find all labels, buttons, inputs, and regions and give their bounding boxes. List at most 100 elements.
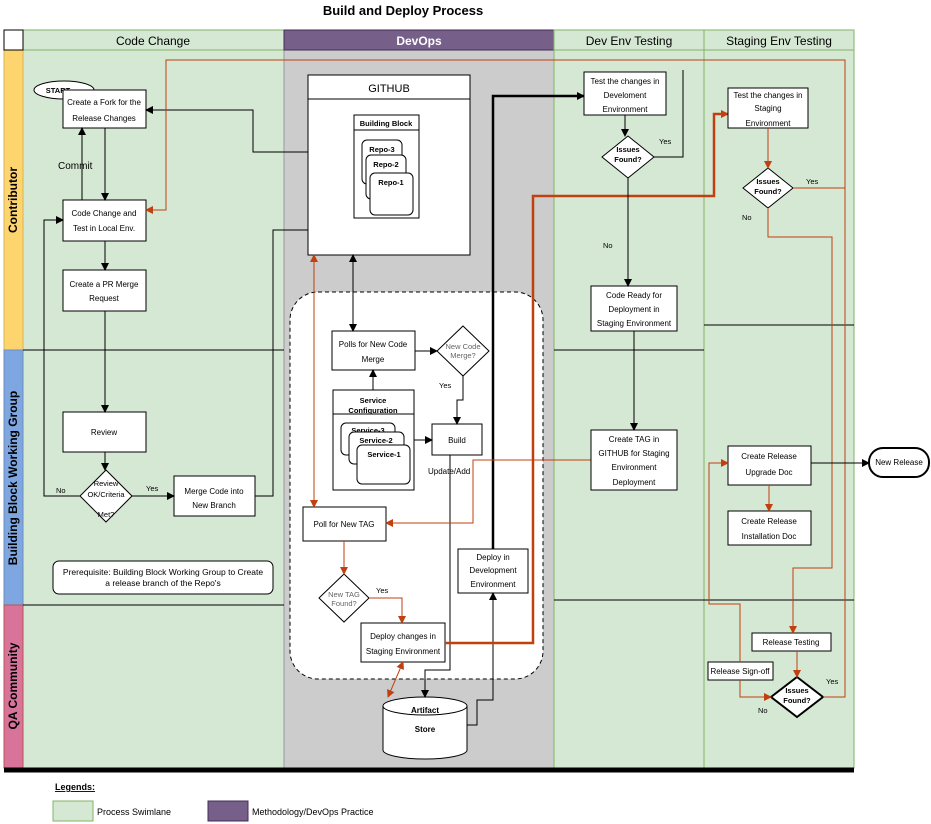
row-label-contributor: Contributor (6, 167, 20, 233)
store-label: Store (415, 725, 436, 734)
release-upgrade-node (727, 445, 812, 486)
label-review-no: No (56, 486, 66, 495)
repo1-node (369, 172, 414, 216)
label-review-yes: Yes (146, 484, 158, 493)
edge-deploydev-testdev (491, 92, 585, 549)
prereq-note (52, 560, 274, 595)
edge-issuesstaging-no (767, 208, 833, 634)
edge-tag-yes-deploy (369, 597, 406, 624)
legend-process-swatch (52, 800, 94, 822)
deploy-staging-node (360, 622, 446, 663)
corner-cell (3, 29, 24, 51)
artifact-store-node (382, 696, 468, 760)
code-change-lane (22, 49, 285, 769)
new-release-label: New Release (875, 458, 923, 467)
service1-label: Service-1 (367, 450, 400, 459)
service3-label: Service-3 (351, 426, 384, 435)
start-label: START (46, 86, 71, 95)
review-node (62, 411, 147, 453)
label-issuesdev-yes: Yes (659, 137, 671, 146)
label-issuesqa-no: No (758, 706, 768, 715)
label-tag-yes: Yes (376, 586, 388, 595)
row-label-qa: QA Community (6, 642, 20, 729)
release-install-node (727, 510, 812, 546)
poll-tag-label: Poll for New TAG (313, 520, 374, 529)
prereq-label: Prerequisite: Building Block Working Gro… (63, 567, 263, 588)
col-label-dev-env: Dev Env Testing (586, 34, 673, 48)
edge-createtag-polltag (385, 459, 591, 527)
review-label: Review (91, 428, 117, 437)
github-label: GITHUB (368, 83, 410, 95)
merge-code-node (173, 475, 256, 517)
col-header-staging-env (703, 29, 855, 51)
edge-signoff-upgrade (708, 459, 741, 662)
repo1-label: Repo-1 (378, 178, 403, 187)
repo3-label: Repo-3 (369, 145, 394, 154)
label-merge-yes: Yes (439, 381, 451, 390)
label-issuesqa-yes: Yes (826, 677, 838, 686)
label-issuesdev-no: No (603, 241, 613, 250)
commit-label: Commit (58, 161, 93, 172)
col-label-staging-env: Staging Env Testing (726, 34, 832, 48)
row-label-bbwg: Building Block Working Group (6, 391, 20, 565)
legend-process-label: Process Swimlane (97, 807, 171, 817)
artifact-label: Artifact (411, 706, 439, 715)
polls-node (331, 330, 416, 371)
create-tag-node (590, 429, 678, 491)
col-label-devops: DevOps (396, 34, 442, 48)
deploy-dev-node (457, 548, 529, 594)
build-label: Build (448, 436, 466, 445)
diagram-title: Build and Deploy Process (323, 3, 483, 18)
service2-label: Service-2 (359, 436, 392, 445)
building-block-label: Building Block (360, 119, 413, 128)
review-ok-decision (79, 469, 133, 523)
edge-issues-loop-codechange (145, 59, 846, 214)
legend-methodology-swatch (207, 800, 249, 822)
edge-deploystaging-teststaging (445, 110, 729, 645)
legend-methodology-label: Methodology/DevOps Practice (252, 807, 374, 817)
test-dev-node (583, 71, 667, 116)
edge-issuesqa-yes (823, 188, 846, 698)
edge-decision-no (43, 216, 80, 497)
release-testing-label: Release Testing (763, 638, 820, 647)
label-issuesstaging-yes: Yes (806, 177, 818, 186)
label-issuesstaging-no: No (742, 213, 752, 222)
repo2-label: Repo-2 (373, 160, 398, 169)
code-change-node (62, 199, 147, 242)
edge-deploystaging-artifact (387, 661, 404, 698)
edge-build-artifact (421, 455, 451, 698)
poll-tag-node (302, 506, 387, 542)
edge-artifact-deploydev (467, 592, 497, 726)
legend-title: Legends: (55, 782, 95, 792)
service1-node (356, 444, 411, 485)
update-add-label: Update/Add (428, 467, 470, 476)
test-staging-node (727, 87, 809, 129)
edge-issuesdev-yes (654, 70, 684, 158)
new-tag-decision (318, 573, 370, 623)
issues-qa-decision (769, 675, 825, 719)
col-label-code-change: Code Change (116, 34, 190, 48)
edge-decision-build (453, 376, 464, 425)
automation-area (289, 291, 544, 680)
